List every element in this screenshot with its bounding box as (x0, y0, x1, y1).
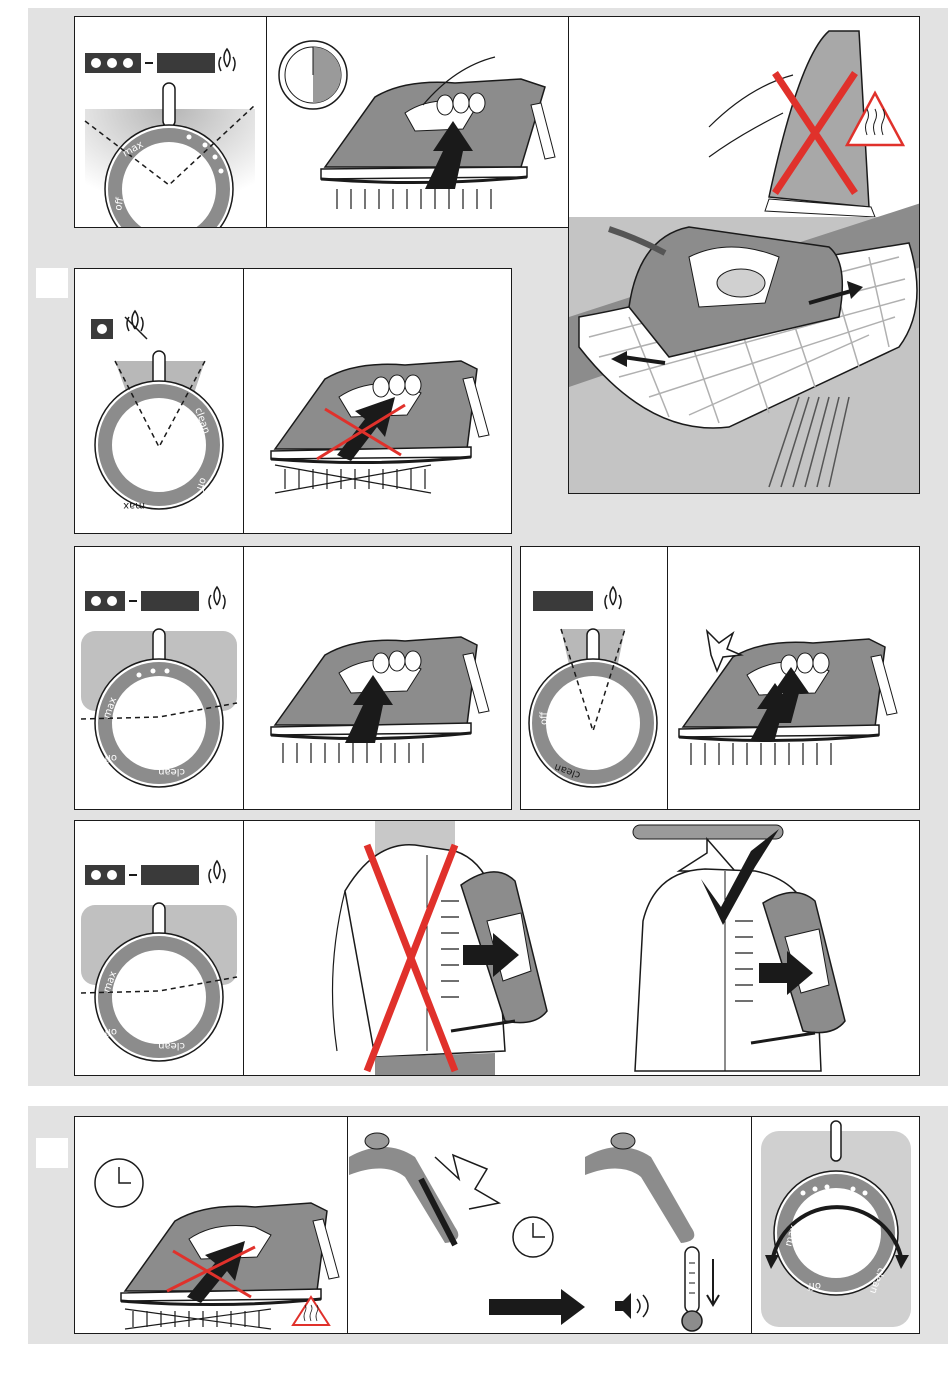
dial-label-off: off (103, 1026, 117, 1037)
hot-soleplate-warning (709, 31, 903, 217)
iron-idle-illustration (121, 1203, 339, 1329)
ironing-board-illustration (569, 17, 920, 494)
steam-level-indicator (533, 591, 593, 611)
click-burst-icon (435, 1155, 499, 1209)
dial-label-off: off (539, 711, 550, 725)
steam-jets (337, 189, 491, 209)
handle-auto-off-illustration (349, 1133, 719, 1331)
dial-label-max: max (579, 677, 601, 688)
dial-turn-off-illustration: max off clean (761, 1121, 911, 1327)
timer-dial (279, 41, 347, 109)
step-marker-1 (36, 268, 68, 298)
panel-max-steam-shot: max off clean (520, 546, 920, 810)
panel-steam-2-dots: max off clean (74, 546, 512, 810)
clock-icon (95, 1159, 143, 1207)
panel-steam-setting: max off (74, 16, 570, 228)
steam-icon (605, 587, 621, 609)
no-steam-illustration: clean off max (75, 269, 512, 534)
step-marker-2 (36, 1138, 68, 1168)
steam-level-indicator (85, 591, 199, 611)
panel-ironing-board (568, 16, 920, 494)
arrow-right-icon (489, 1289, 585, 1325)
panel-no-steam: clean off max (74, 268, 512, 534)
sound-icon (615, 1293, 648, 1319)
steam-level-indicator (85, 865, 199, 885)
iron-max-shot-illustration (679, 631, 897, 765)
iron-no-steam-illustration (271, 361, 489, 493)
vertical-steam-illustration: max off clean (75, 821, 920, 1076)
switch-off-illustration: max off clean (75, 1117, 920, 1334)
dial-label-max: max (123, 500, 145, 511)
steam-icon (209, 587, 225, 609)
panel-vertical-steam: max off clean (74, 820, 920, 1076)
thermometer-icon (682, 1247, 719, 1331)
dial-label-clean: clean (158, 1040, 185, 1051)
dial-label-clean: clean (158, 766, 185, 777)
dial-label-off: off (103, 752, 117, 763)
iron-steam-shot-illustration (271, 637, 489, 763)
steam-setting-illustration: max off (75, 17, 570, 228)
steam-icon (219, 49, 235, 71)
no-steam-icon (125, 311, 147, 339)
iron-steaming-illustration (321, 57, 555, 209)
panel-switch-off: max off clean (74, 1116, 920, 1334)
steam-icon (209, 861, 225, 883)
clock-icon (513, 1217, 553, 1257)
dial-label-off: off (807, 1280, 821, 1291)
steam-level-indicator (85, 53, 215, 73)
max-steam-shot-illustration: max off clean (521, 547, 920, 810)
steam-2-dots-illustration: max off clean (75, 547, 512, 810)
